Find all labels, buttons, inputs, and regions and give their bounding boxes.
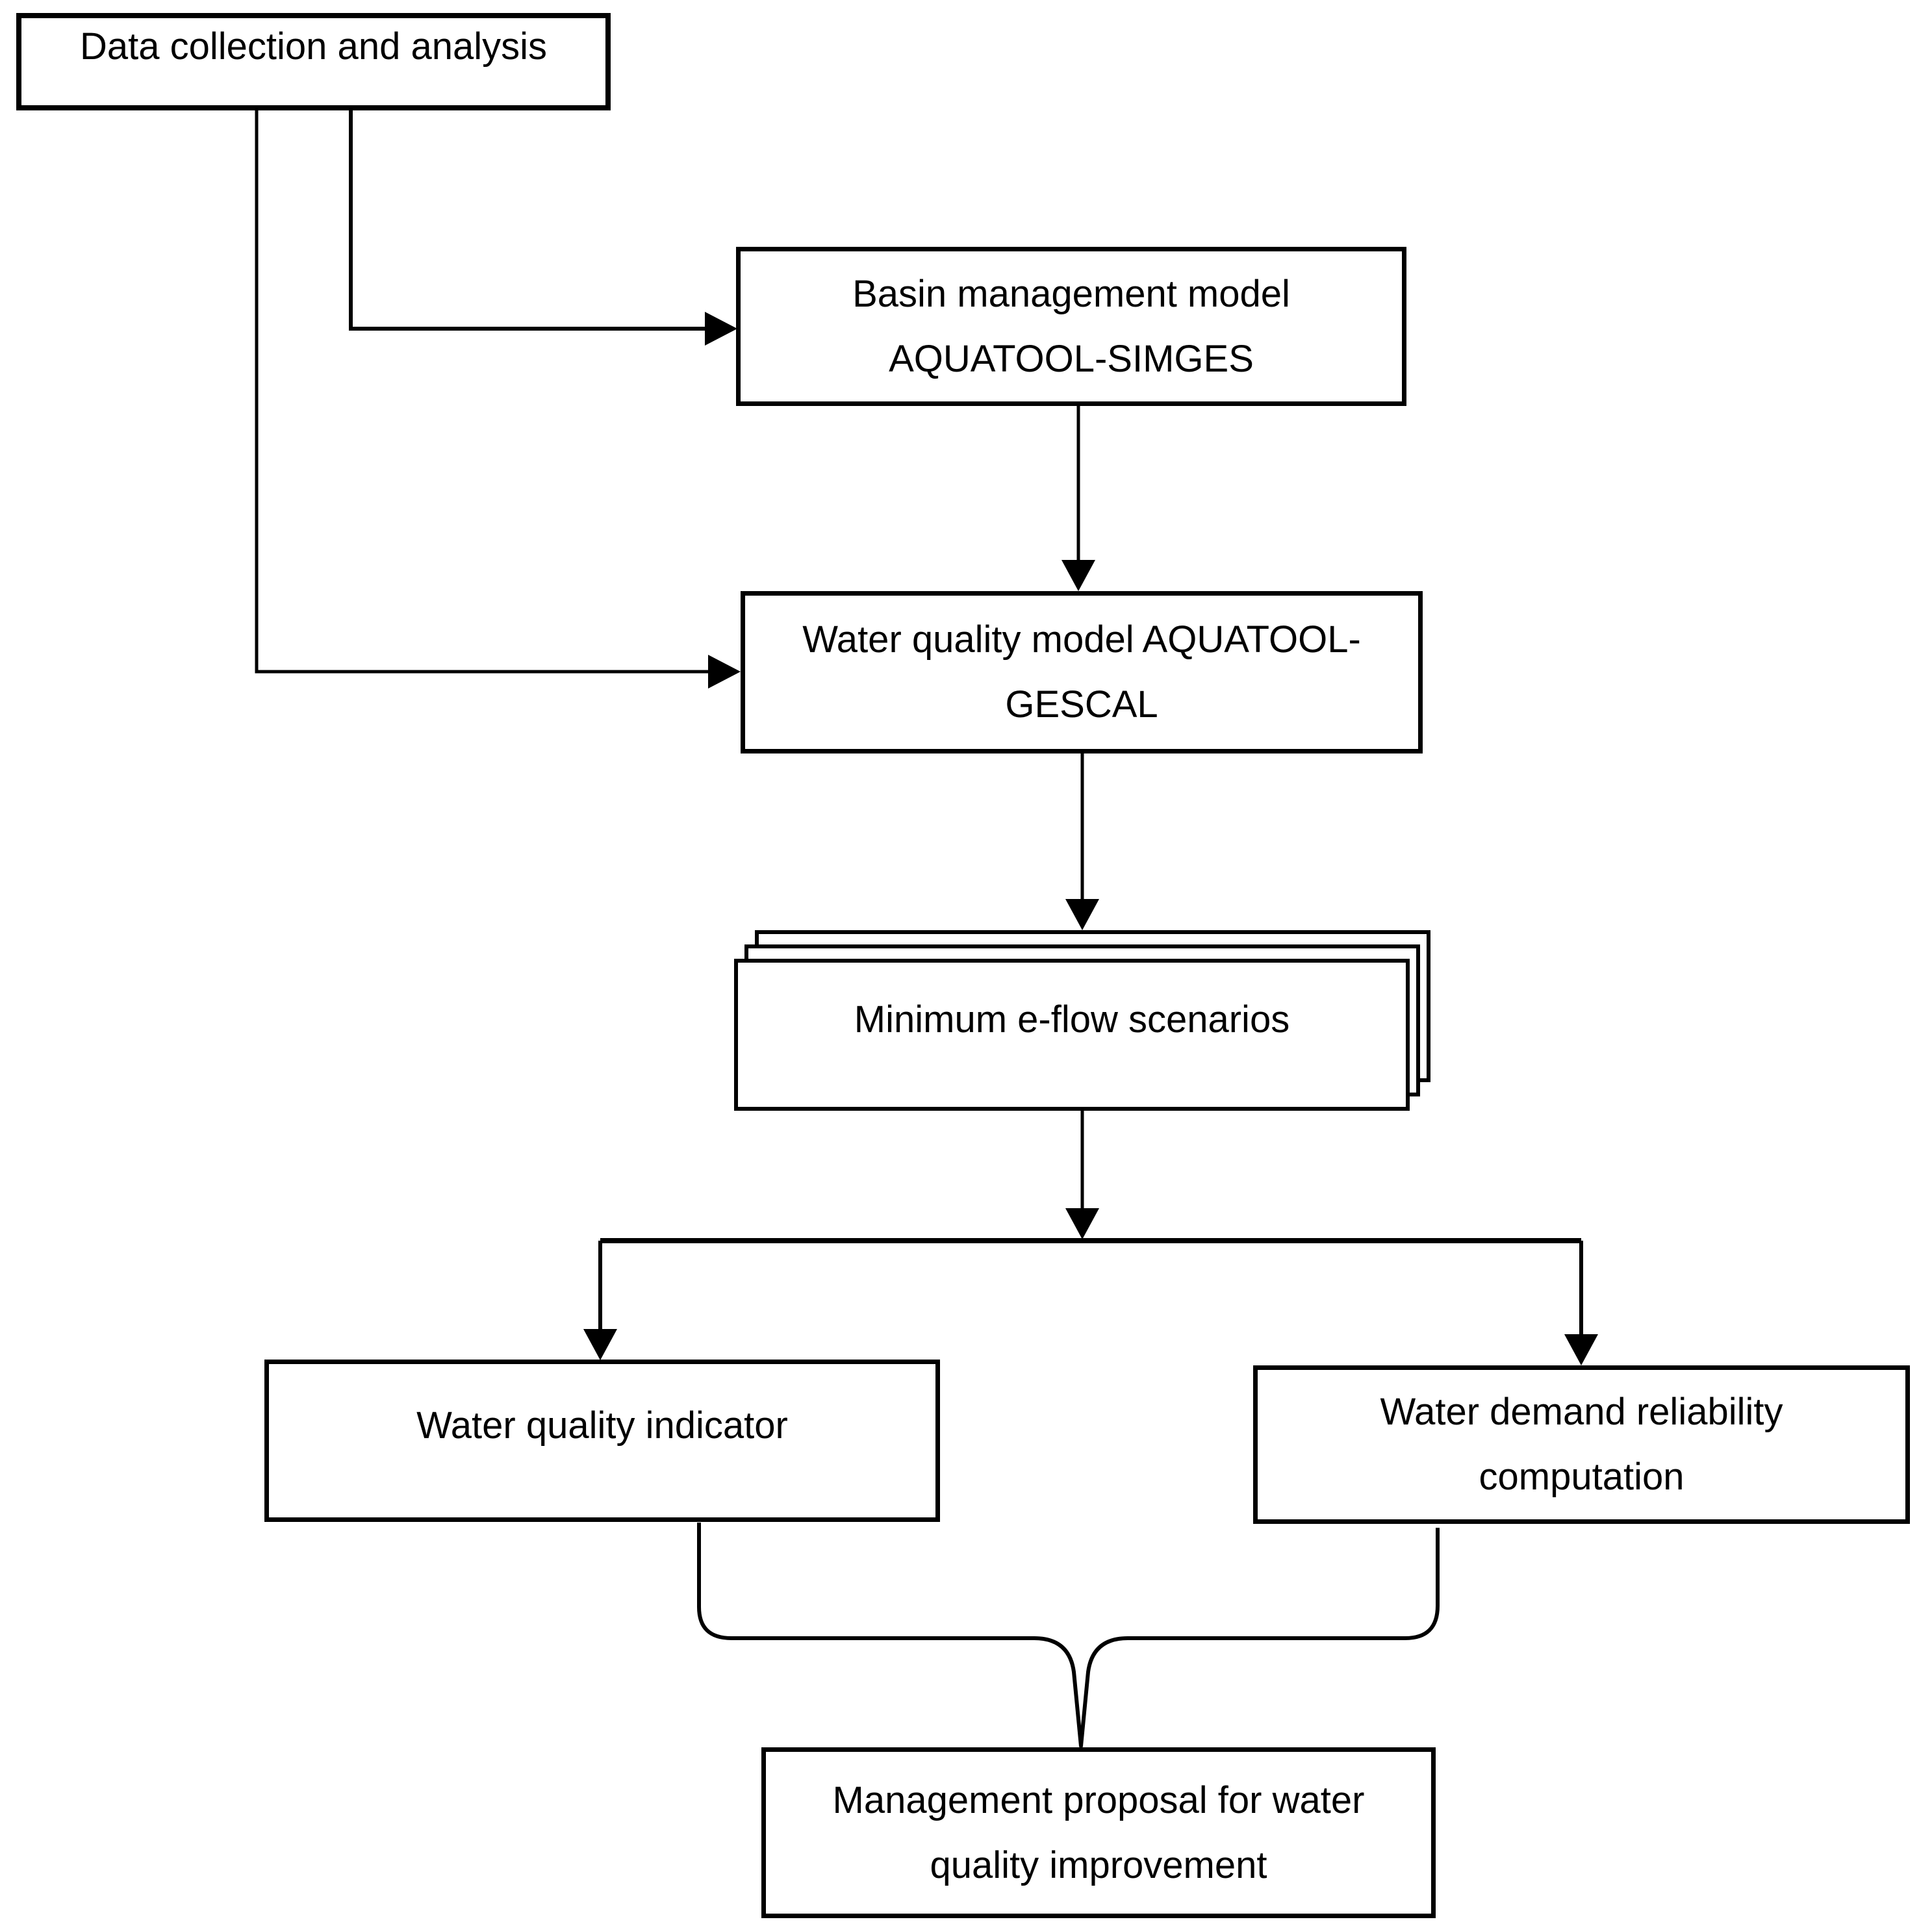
node-water-quality-indicator-label: Water quality indicator (416, 1404, 788, 1447)
node-water-demand-reliability: Water demand reliability computation (1253, 1365, 1910, 1524)
node-water-quality-model-line1: Water quality model AQUATOOL- (802, 618, 1361, 661)
node-water-demand-reliability-line2: computation (1479, 1456, 1684, 1498)
arrowhead-into-basin-model (705, 312, 737, 346)
node-water-quality-model-line2: GESCAL (1005, 683, 1158, 726)
arrowhead-into-water-quality-model-left (708, 655, 741, 689)
brace-converge-to-proposal (697, 1523, 1440, 1748)
node-management-proposal: Management proposal for water quality im… (761, 1747, 1436, 1918)
node-water-quality-indicator: Water quality indicator (264, 1360, 940, 1522)
node-water-quality-model: Water quality model AQUATOOL- GESCAL (741, 591, 1423, 753)
node-basin-management-model-line1: Basin management model (852, 272, 1290, 315)
node-basin-management-model: Basin management model AQUATOOL-SIMGES (736, 247, 1406, 406)
edge-datacollection-basinmodel (349, 109, 706, 331)
arrowhead-into-reliability (1564, 1334, 1598, 1365)
node-water-demand-reliability-line1: Water demand reliability (1380, 1391, 1783, 1434)
arrowhead-into-indicator (583, 1329, 617, 1360)
arrowhead-into-water-quality-model-top (1061, 560, 1095, 591)
node-management-proposal-line2: quality improvement (930, 1843, 1267, 1886)
node-eflow-scenarios: Minimum e-flow scenarios (734, 959, 1410, 1111)
node-management-proposal-line1: Management proposal for water (832, 1778, 1365, 1821)
arrowhead-into-branch (1065, 1208, 1099, 1239)
node-data-collection-label: Data collection and analysis (80, 25, 547, 68)
edge-datacollection-waterqualitymodel (255, 109, 709, 674)
node-eflow-scenarios-label: Minimum e-flow scenarios (854, 998, 1290, 1041)
node-data-collection: Data collection and analysis (16, 13, 611, 110)
node-basin-management-model-line2: AQUATOOL-SIMGES (889, 337, 1254, 380)
arrowhead-into-scenarios (1065, 899, 1099, 930)
